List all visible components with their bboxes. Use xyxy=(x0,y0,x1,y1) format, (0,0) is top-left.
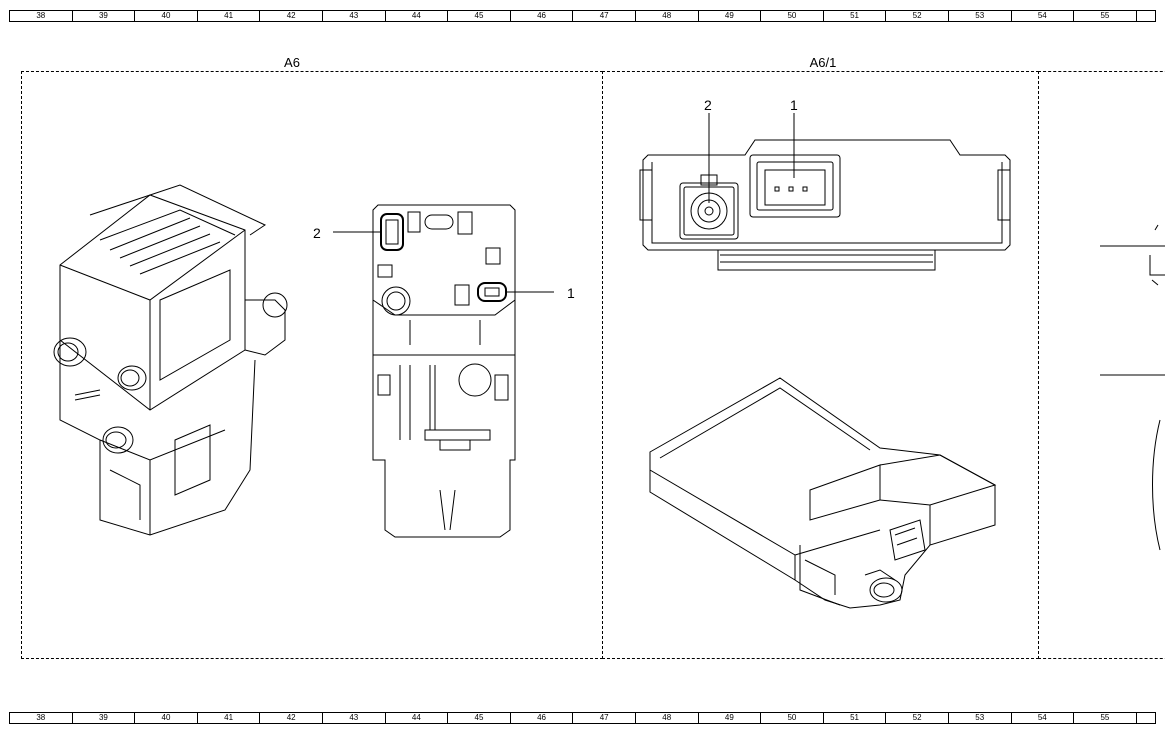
ruler-column-cell: 40 xyxy=(135,713,198,723)
a6-isometric-unit xyxy=(53,184,288,536)
ruler-column-cell: 48 xyxy=(636,713,699,723)
ruler-column-cell: 49 xyxy=(699,11,762,21)
ruler-column-cell: 53 xyxy=(949,713,1012,723)
ruler-column-cell: 44 xyxy=(386,713,449,723)
ruler-column-cell: 46 xyxy=(511,713,574,723)
ruler-column-cell: 45 xyxy=(448,713,511,723)
ruler-column-cell: 46 xyxy=(511,11,574,21)
partial-component-right-edge xyxy=(1100,224,1165,551)
ruler-column-cell: 55 xyxy=(1074,713,1137,723)
ruler-column-cell: 48 xyxy=(636,11,699,21)
ruler-column-cell: 47 xyxy=(573,713,636,723)
ruler-column-cell: 50 xyxy=(761,11,824,21)
callout-a6-connector-2: 2 xyxy=(313,225,321,241)
a6-front-view xyxy=(333,204,554,538)
ruler-column-cell: 43 xyxy=(323,11,386,21)
ruler-column-cell: 51 xyxy=(824,11,887,21)
ruler-column-cell: 38 xyxy=(10,713,73,723)
ruler-column-cell: 52 xyxy=(886,713,949,723)
ruler-column-cell: 54 xyxy=(1012,11,1075,21)
ruler-column-cell: 54 xyxy=(1012,713,1075,723)
a6-1-top-view xyxy=(639,113,1011,271)
ruler-column-cell: 41 xyxy=(198,11,261,21)
ruler-column-cell: 44 xyxy=(386,11,449,21)
ruler-column-cell: 49 xyxy=(699,713,762,723)
a6-1-isometric-view xyxy=(649,377,997,609)
panel-label-a6: A6 xyxy=(284,55,300,70)
callout-a6-1-connector-2: 2 xyxy=(704,97,712,113)
ruler-column-cell: 50 xyxy=(761,713,824,723)
ruler-column-cell: 39 xyxy=(73,713,136,723)
callout-a6-1-connector-1: 1 xyxy=(790,97,798,113)
ruler-column-cell: 42 xyxy=(260,11,323,21)
ruler-column-cell: 40 xyxy=(135,11,198,21)
ruler-column-cell: 53 xyxy=(949,11,1012,21)
panel-next-partial xyxy=(1038,71,1165,659)
ruler-column-cell: 41 xyxy=(198,713,261,723)
ruler-column-cell: 51 xyxy=(824,713,887,723)
ruler-column-cell: 52 xyxy=(886,11,949,21)
ruler-column-cell: 39 xyxy=(73,11,136,21)
ruler-column-cell: 42 xyxy=(260,713,323,723)
panel-label-a6-1: A6/1 xyxy=(809,55,837,70)
ruler-column-cell: 38 xyxy=(10,11,73,21)
ruler-column-cell: 47 xyxy=(573,11,636,21)
ruler-column-cell: 43 xyxy=(323,713,386,723)
ruler-column-cell: 45 xyxy=(448,11,511,21)
ruler-column-cell: 55 xyxy=(1074,11,1137,21)
callout-a6-connector-1: 1 xyxy=(567,285,575,301)
